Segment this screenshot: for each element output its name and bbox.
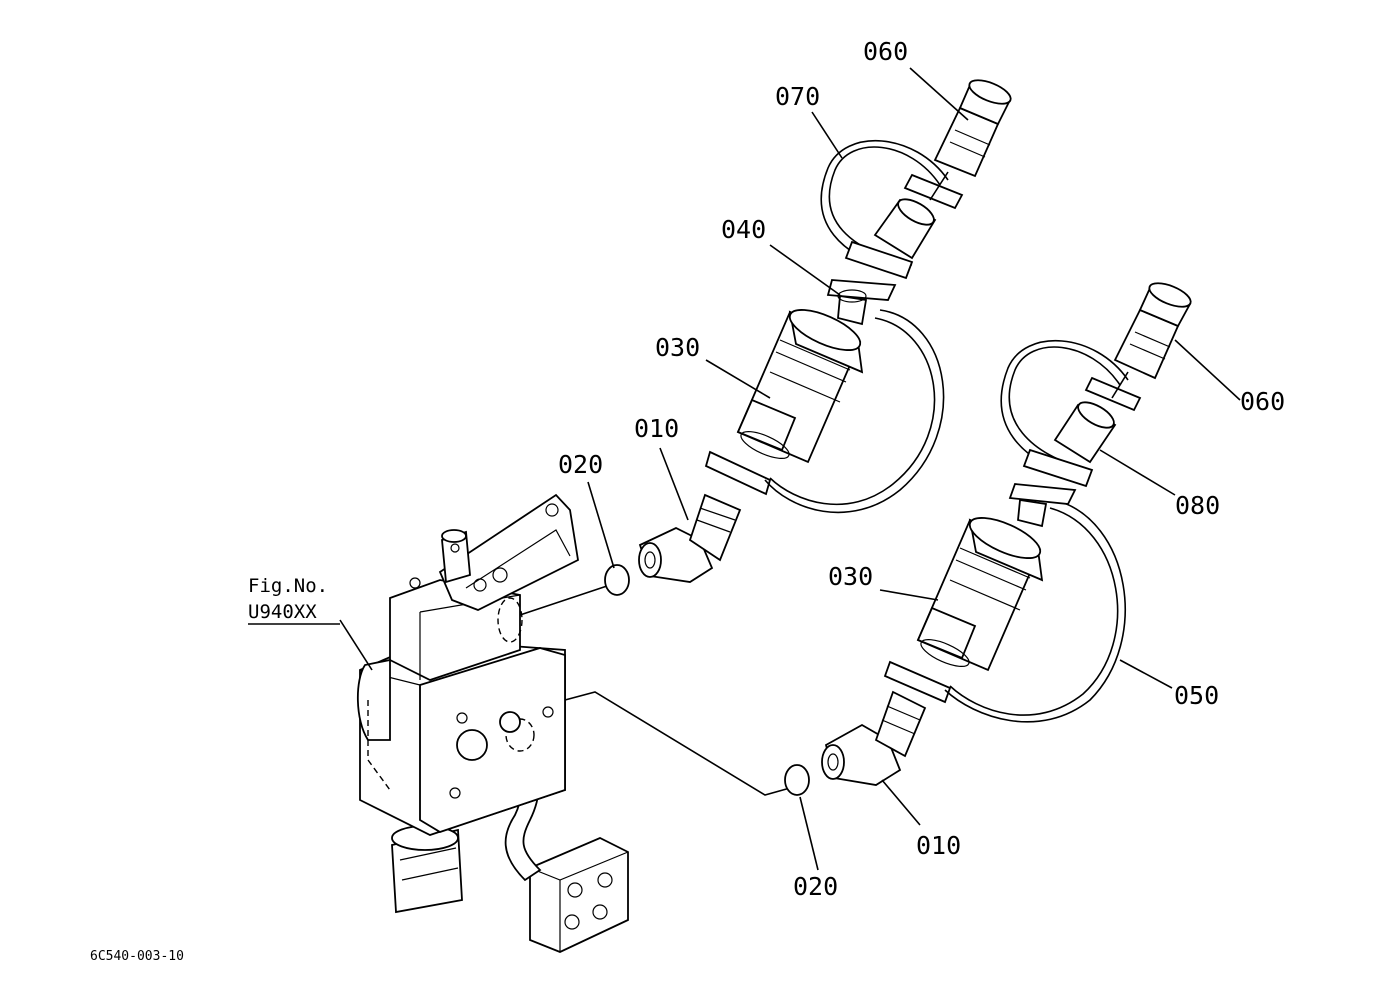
callout-080: 080	[1175, 491, 1220, 520]
callout-070: 070	[775, 82, 820, 111]
quick-coupler-lower	[916, 517, 1044, 672]
callout-030-upper: 030	[655, 333, 700, 362]
o-ring-lower	[784, 764, 810, 796]
fig-label-number: U940XX	[248, 601, 317, 623]
quick-coupler-upper	[736, 309, 864, 464]
callout-020-upper: 020	[558, 450, 603, 479]
callout-010-upper: 010	[634, 414, 679, 443]
strap-clip-lower	[1000, 340, 1142, 488]
callout-030-lower: 030	[828, 562, 873, 591]
drawing-code: 6C540-003-10	[90, 949, 184, 964]
callout-leaders	[339, 67, 1241, 871]
callout-050: 050	[1174, 681, 1219, 710]
male-tip-top	[929, 79, 1012, 201]
o-ring-upper	[604, 564, 630, 596]
elbow-fitting-lower	[821, 690, 927, 786]
callout-040: 040	[721, 215, 766, 244]
assembly-lines	[519, 584, 791, 796]
callout-020-lower: 020	[793, 872, 838, 901]
callout-010-lower: 010	[916, 831, 961, 860]
fig-label-title: Fig.No.	[248, 575, 328, 597]
elbow-fitting-upper	[638, 493, 742, 583]
callout-060-top: 060	[863, 37, 908, 66]
strap-clip-upper	[820, 140, 964, 280]
valve-body	[356, 493, 629, 953]
retaining-clip-upper	[704, 309, 945, 514]
plug-cylinder-upper	[873, 198, 937, 260]
callout-060-right: 060	[1240, 387, 1285, 416]
retaining-clip-lower	[883, 499, 1126, 723]
male-tip-right	[1111, 282, 1192, 399]
dust-plug-upper	[826, 279, 897, 326]
dust-plug-lower	[1008, 483, 1077, 528]
